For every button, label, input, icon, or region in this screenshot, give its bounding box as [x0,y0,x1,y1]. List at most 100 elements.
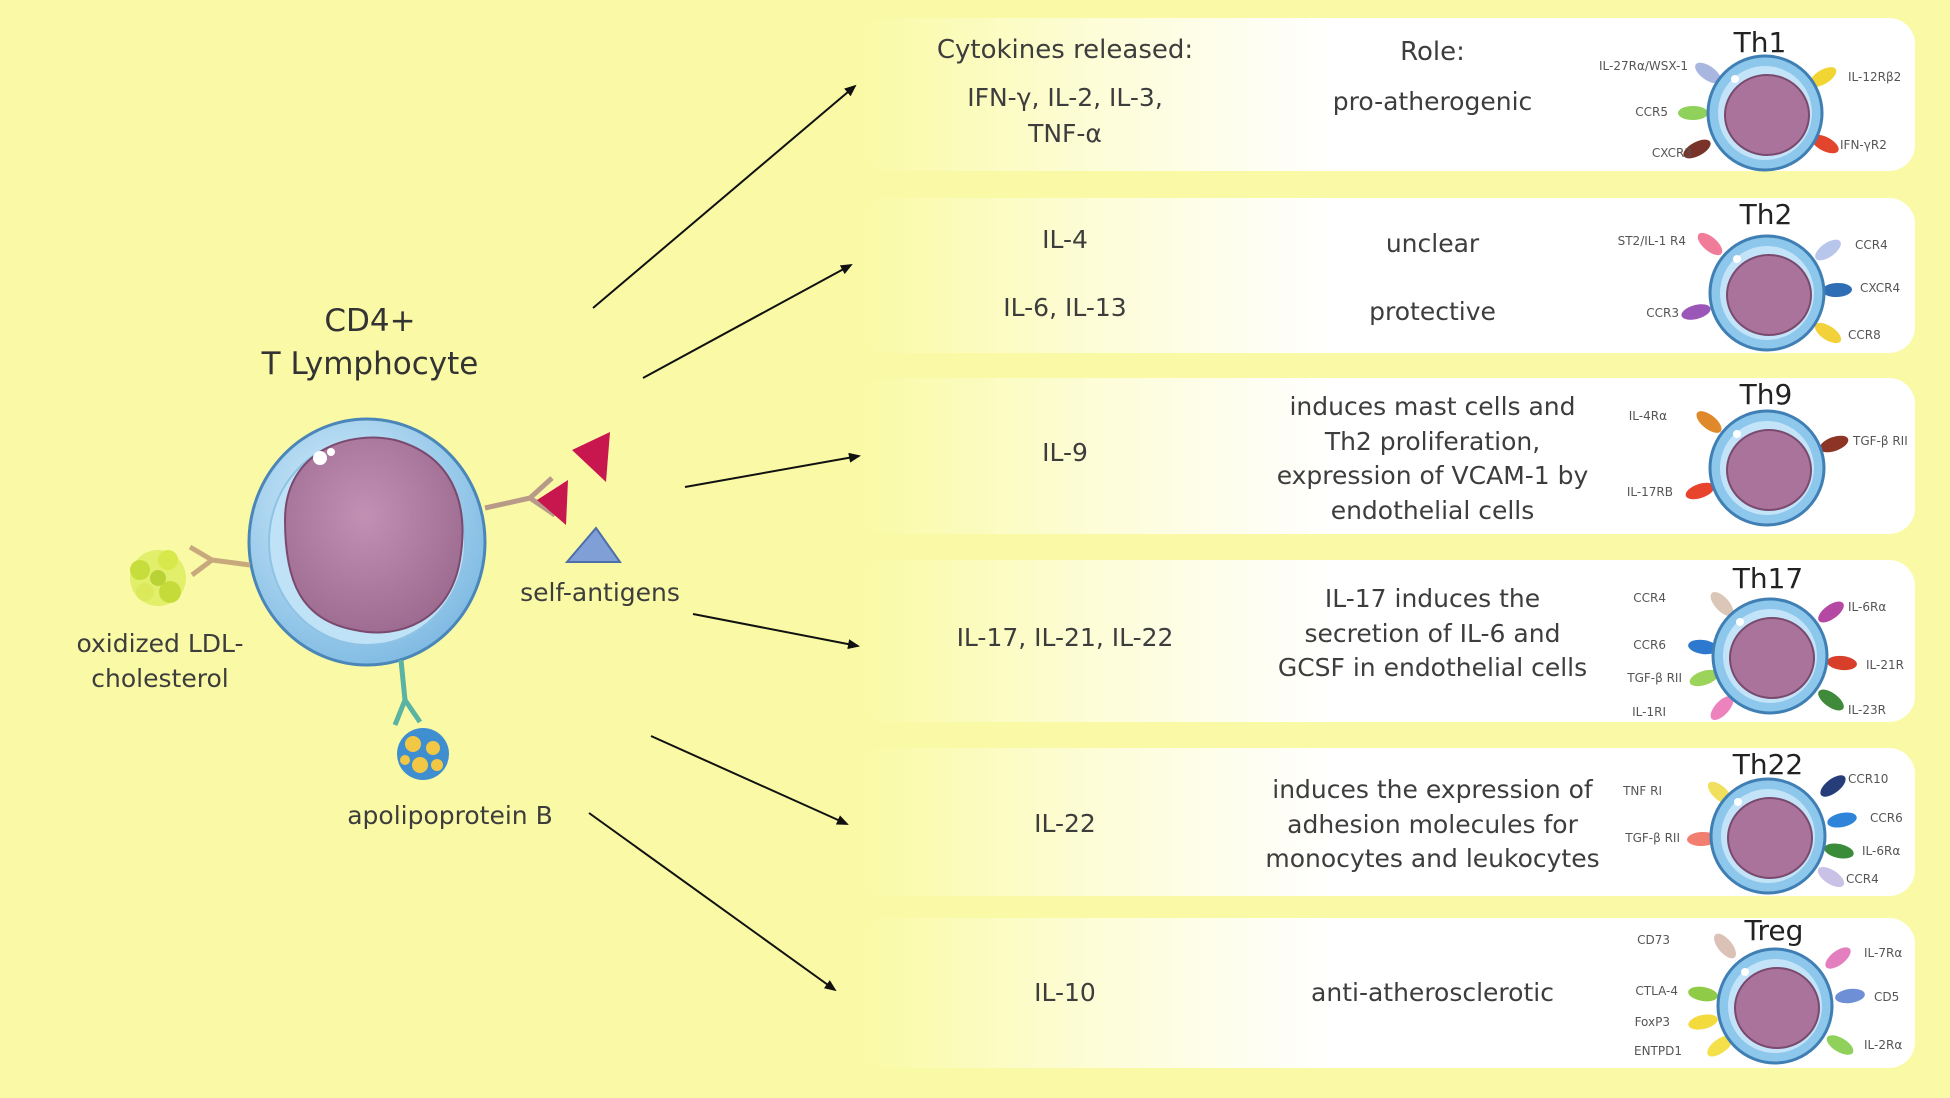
treg-role-line: anti-atherosclerotic [1311,978,1554,1007]
receptor-blob [1835,988,1865,1004]
receptor-label: IL-6Rα [1848,600,1887,614]
receptor-label: TNF RI [1623,784,1662,798]
receptor-blob [1825,947,1851,969]
cell-highlight [1731,75,1739,83]
th17-cell [1688,591,1857,721]
oxidized-ldl-line1: oxidized LDL- [76,629,244,658]
receptor-blob [1815,239,1841,261]
treg-role: anti-atherosclerotic [1265,975,1600,1011]
arrow-th17 [692,613,860,650]
apolipoprotein-b-particle [397,728,449,780]
receptor-label: CCR4 [1633,591,1666,605]
th1-cell [1678,54,1839,172]
receptor-label: IL-12Rβ2 [1848,70,1902,84]
th1-title: Th1 [1733,26,1787,59]
receptor-label: IL-21R [1866,658,1904,672]
receptor-label: IL-4Rα [1628,409,1667,423]
t-helper-subset-cells [1678,54,1865,1065]
treg-cell [1688,933,1865,1065]
receptor-blob [1818,601,1844,623]
cell-nucleus [1727,797,1813,879]
receptor-label: ENTPD1 [1634,1044,1682,1058]
th22-role-line: monocytes and leukocytes [1265,844,1600,873]
receptor-label: CD5 [1874,990,1900,1004]
th2-title: Th2 [1739,198,1793,231]
receptor-label: CCR4 [1846,872,1879,886]
receptor-blob [1827,655,1857,671]
receptor-label: CCR4 [1855,238,1888,252]
receptor-blob [1683,139,1711,159]
cd4-title-line2: T Lymphocyte [261,346,479,383]
cell-nucleus [1734,967,1820,1049]
th22-title: Th22 [1732,748,1804,781]
receptor-label: CCR6 [1870,811,1903,825]
receptor-label: IL-27Rα/WSX-1 [1599,59,1688,73]
receptor-blob [1697,232,1723,256]
th22-cytokines: IL-22 [940,806,1190,842]
receptor-label: CCR8 [1848,328,1881,342]
receptor-label: IL-7Rα [1864,946,1903,960]
th17-title: Th17 [1732,562,1804,595]
receptor-blob [1820,775,1846,797]
th22-cytokine-line: IL-22 [1034,809,1096,838]
receptor-blob [1814,322,1842,344]
receptor-blob [1688,1014,1718,1030]
receptor-label: TGF-β RII [1625,831,1680,845]
th22-role-line: induces the expression of [1272,775,1593,804]
th1-cytokines: IFN-γ, IL-2, IL-3, TNF-α [940,80,1190,153]
receptor-blob [1689,669,1719,687]
cell-nucleus [1724,74,1810,156]
cd4-title-line1: CD4+ [324,303,416,339]
receptor-blob [1827,812,1857,828]
receptor-blob [1822,282,1852,298]
cd4-title: CD4+ T Lymphocyte [230,300,510,387]
receptor-blob [1710,591,1734,617]
th22-role: induces the expression of adhesion molec… [1255,773,1610,877]
receptor-blob [1713,933,1737,959]
th9-role-line: Th2 proliferation, [1324,426,1541,456]
cell-nucleus [1726,254,1812,336]
th9-role: induces mast cells and Th2 proliferation… [1265,390,1600,528]
th1-cytokine-line: TNF-α [1028,119,1102,149]
th9-cytokines: IL-9 [940,435,1190,471]
arrow-th9 [684,452,861,488]
receptor-blob [1695,62,1721,84]
th17-role-line: GCSF in endothelial cells [1277,653,1588,682]
receptor-blob [1688,986,1718,1002]
th2-cell [1681,232,1852,352]
receptor-label: FoxP3 [1634,1015,1670,1029]
th9-role-line: endothelial cells [1330,495,1535,525]
th9-role-line: induces mast cells and [1289,392,1576,421]
receptor-label: IL-1RI [1632,705,1666,719]
receptor-label: CCR6 [1633,638,1666,652]
cell-nucleus [1729,617,1815,699]
receptor-label: CTLA-4 [1635,984,1678,998]
receptor-label: CCR5 [1635,105,1668,119]
cell-highlight [1733,430,1741,438]
oxidized-ldl-line2: cholesterol [91,664,229,693]
th17-role-line: secretion of IL-6 and [1304,618,1561,648]
receptor-blob [1707,1035,1733,1057]
self-antigen-red-2 [572,432,610,482]
th17-cytokine-line: IL-17, IL-21, IL-22 [956,623,1174,652]
receptor-label: IFN-γR2 [1840,138,1887,152]
receptor-blob [1826,1035,1854,1055]
treg-cytokine-line: IL-10 [1034,978,1096,1007]
receptor-blob [1688,639,1718,655]
receptor-label: ST2/IL-1 R4 [1617,234,1686,248]
th1-cytokine-line: IFN-γ, IL-2, IL-3, [967,83,1163,112]
cell-nucleus [1726,429,1812,511]
receptor-blob [1687,831,1717,847]
oxidized-ldl-particle [130,550,186,606]
th17-cytokines: IL-17, IL-21, IL-22 [920,620,1210,656]
receptor-blob [1817,866,1845,888]
th2-role-b: protective [1369,297,1496,326]
receptor-blob [1685,482,1715,500]
oxidized-ldl-label: oxidized LDL- cholesterol [60,626,260,696]
th1-role-line: pro-atherogenic [1332,87,1533,116]
th9-title: Th9 [1739,378,1793,411]
th22-cell [1687,775,1857,895]
receptor-label: CCR10 [1848,772,1889,786]
